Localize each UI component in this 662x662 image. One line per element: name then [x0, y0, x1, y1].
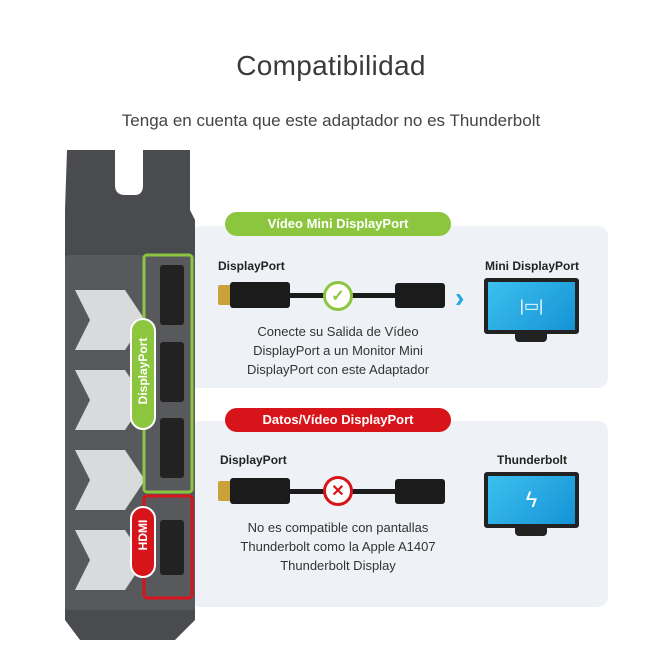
incompatible-description: No es compatible con pantallas Thunderbo…	[218, 518, 458, 575]
compatible-source-label: DisplayPort	[218, 259, 285, 273]
incompatible-source-label: DisplayPort	[220, 453, 287, 467]
mdp-receptacle-icon	[395, 283, 445, 308]
dp-plug-tip-icon	[218, 481, 232, 501]
compatible-description: Conecte su Salida de Vídeo DisplayPort a…	[218, 322, 458, 379]
gpu-hdmi-tag: HDMI	[130, 506, 156, 578]
compatible-badge: Vídeo Mini DisplayPort	[225, 212, 451, 236]
incompatible-badge: Datos/Vídeo DisplayPort	[225, 408, 451, 432]
gpu-hdmi-label: HDMI	[136, 519, 150, 551]
gpu-displayport-label: DisplayPort	[136, 337, 150, 405]
desc-line: DisplayPort a un Monitor Mini	[253, 343, 423, 358]
desc-line: Conecte su Salida de Vídeo	[257, 324, 419, 339]
desc-line: Thunderbolt como la Apple A1407	[240, 539, 436, 554]
dp-plug-tip-icon	[218, 285, 232, 305]
dp-plug-icon	[230, 282, 290, 308]
thunderbolt-monitor-icon: ϟ	[484, 472, 579, 528]
mdp-receptacle-icon	[395, 479, 445, 504]
desc-line: Thunderbolt Display	[280, 558, 396, 573]
check-icon: ✓	[323, 281, 353, 311]
monitor-stand	[515, 528, 547, 536]
mini-displayport-monitor-icon: |▭|	[484, 278, 579, 334]
gpu-displayport-tag: DisplayPort	[130, 318, 156, 430]
chevron-right-icon: ›	[455, 282, 465, 313]
compatible-target-label: Mini DisplayPort	[484, 259, 579, 273]
x-icon: ✕	[323, 476, 353, 506]
monitor-stand	[515, 334, 547, 342]
desc-line: No es compatible con pantallas	[247, 520, 429, 535]
desc-line: DisplayPort con este Adaptador	[246, 362, 430, 377]
page-subtitle: Tenga en cuenta que este adaptador no es…	[121, 111, 541, 130]
incompatible-target-label: Thunderbolt	[497, 453, 567, 467]
page-title: Compatibilidad	[236, 50, 426, 81]
dp-plug-icon	[230, 478, 290, 504]
